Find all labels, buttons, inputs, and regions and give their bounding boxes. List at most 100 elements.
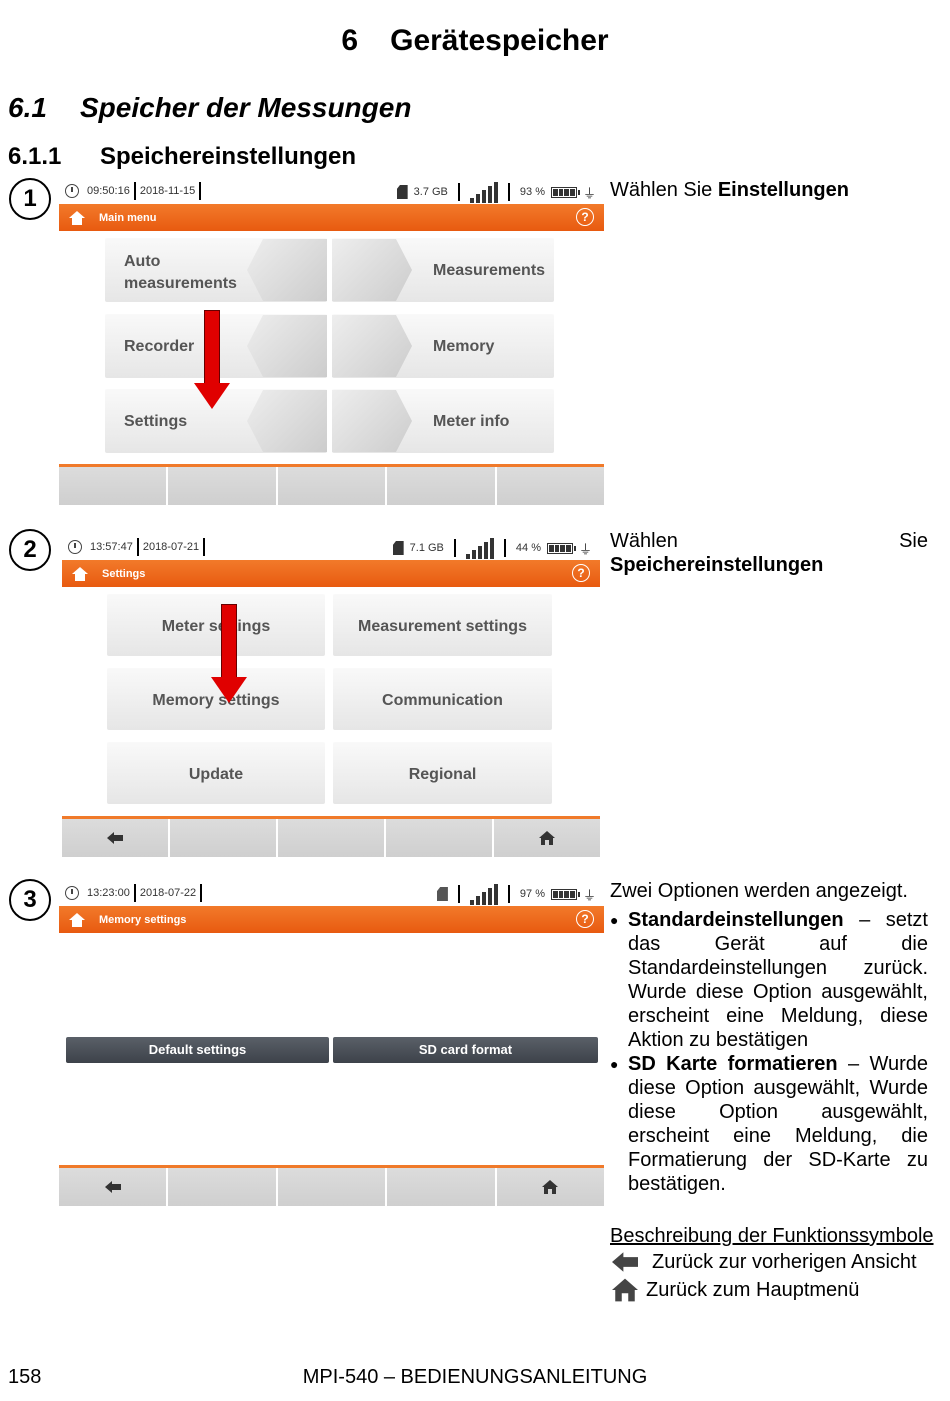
home-icon[interactable] (69, 912, 85, 927)
screen-main-menu: 09:50:16 2018-11-15 3.7 GB 93 % ⏚ Main m… (59, 178, 605, 505)
status-bar: 13:57:47 2018-07-21 7.1 GB 44 % ⏚ (62, 534, 600, 560)
tile-label: Recorder (124, 338, 195, 355)
tile-measurement-settings[interactable]: Measurement settings (333, 594, 552, 656)
function-key[interactable] (168, 1168, 278, 1206)
signal-icon (469, 181, 498, 203)
status-separator (133, 182, 136, 200)
tile-update[interactable]: Update (107, 742, 325, 804)
sd-card-format-button[interactable]: SD card format (333, 1037, 598, 1063)
status-date: 2018-07-21 (142, 541, 200, 553)
signal-icon (469, 883, 498, 905)
battery-icon (546, 542, 576, 554)
signal-icon (465, 537, 494, 559)
no-sd-card-icon (436, 887, 448, 901)
tile-communication[interactable]: Communication (333, 668, 552, 730)
bottom-bar (62, 816, 600, 857)
function-key[interactable] (168, 467, 278, 505)
plug-icon: ⏚ (582, 185, 596, 201)
help-icon[interactable]: ? (576, 910, 594, 928)
tile-memory[interactable]: Memory (332, 314, 554, 378)
status-separator (199, 182, 202, 200)
function-key[interactable] (278, 819, 386, 857)
battery-text: 44 % (515, 542, 541, 554)
legend-item-back: Zurück zur vorherigen Ansicht (612, 1250, 917, 1274)
tile-label: Measurements (433, 262, 546, 279)
status-time: 13:57:47 (90, 541, 133, 553)
function-key[interactable] (277, 467, 388, 505)
tile-label: Memory (433, 338, 495, 355)
storage-text: 7.1 GB (409, 542, 444, 554)
home-icon[interactable] (72, 566, 88, 581)
tile-measurements[interactable]: Measurements (332, 238, 554, 302)
function-key[interactable] (277, 1168, 388, 1206)
tile-label: Meter settings (161, 618, 271, 635)
home-button[interactable] (494, 819, 600, 857)
back-button[interactable] (59, 1168, 169, 1206)
clock-icon (65, 184, 79, 198)
function-key[interactable] (59, 467, 169, 505)
bottom-bar (59, 1165, 605, 1206)
status-bar: 09:50:16 2018-11-15 3.7 GB 93 % ⏚ (59, 178, 604, 204)
screen-title: Settings (102, 567, 146, 580)
step-2-marker: 2 (9, 529, 51, 571)
tile-meter-info[interactable]: Meter info (332, 389, 554, 453)
home-icon (542, 1180, 559, 1194)
tile-label: Auto measurements (124, 253, 237, 292)
home-icon (539, 831, 555, 845)
storage-text: 3.7 GB (413, 186, 448, 198)
legend-heading: Beschreibung der Funktionssymbole (610, 1225, 934, 1247)
info-icon (332, 390, 412, 452)
step-1-instruction: Wählen Sie Einstellungen (610, 179, 849, 201)
battery-text: 93 % (519, 186, 545, 198)
list-item: SD Karte formatieren – Wurde diese Optio… (610, 1052, 928, 1196)
tile-meter-settings[interactable]: Meter settings (107, 594, 325, 656)
tile-regional[interactable]: Regional (333, 742, 552, 804)
auto-measurement-icon (247, 239, 327, 301)
status-date: 2018-07-22 (139, 887, 197, 899)
plug-icon: ⏚ (582, 887, 596, 903)
home-icon (612, 1278, 638, 1302)
status-time: 13:23:00 (87, 887, 130, 899)
function-key[interactable] (387, 1168, 497, 1206)
function-key[interactable] (496, 467, 605, 505)
recorder-icon (247, 315, 327, 377)
tile-label: Measurement settings (358, 618, 527, 635)
battery-icon (550, 186, 580, 198)
home-icon[interactable] (69, 210, 85, 225)
function-key[interactable] (387, 467, 497, 505)
options-list: Standardeinstellungen – setzt das Gerät … (610, 908, 928, 1196)
function-key[interactable] (170, 819, 278, 857)
status-date: 2018-11-15 (139, 185, 196, 197)
screen-title: Main menu (99, 211, 157, 224)
back-button[interactable] (62, 819, 170, 857)
screen-settings: 13:57:47 2018-07-21 7.1 GB 44 % ⏚ Settin… (62, 534, 600, 857)
help-icon[interactable]: ? (576, 208, 594, 226)
help-icon[interactable]: ? (572, 564, 590, 582)
chapter-title: Gerätespeicher (390, 24, 609, 57)
tile-auto-measurements[interactable]: Auto measurements (105, 238, 327, 302)
status-bar: 13:23:00 2018-07-22 97 % ⏚ (59, 880, 604, 906)
red-arrow-indicator (194, 310, 230, 409)
legend-item-home: Zurück zum Hauptmenü (612, 1278, 859, 1302)
clock-icon (65, 886, 79, 900)
step-3-marker: 3 (9, 879, 51, 921)
step-1-marker: 1 (9, 178, 51, 220)
back-arrow-icon (107, 832, 123, 844)
sd-card-icon (396, 185, 408, 199)
step-3-intro: Zwei Optionen werden angezeigt. (610, 880, 908, 902)
function-key[interactable] (386, 819, 494, 857)
tile-label: Regional (408, 766, 477, 783)
home-button[interactable] (496, 1168, 605, 1206)
back-arrow-icon (612, 1252, 638, 1272)
section-number: 6.1 (8, 92, 47, 123)
page-number: 158 (8, 1366, 42, 1388)
subsection-title: Speichereinstellungen (100, 143, 357, 170)
tile-label: Communication (382, 692, 503, 709)
battery-icon (550, 888, 580, 900)
battery-text: 97 % (519, 888, 545, 900)
footer-title: MPI-540 – BEDIENUNGSANLEITUNG (302, 1366, 648, 1388)
red-arrow-indicator (211, 604, 247, 703)
measurement-icon (332, 239, 412, 301)
default-settings-button[interactable]: Default settings (66, 1037, 329, 1063)
